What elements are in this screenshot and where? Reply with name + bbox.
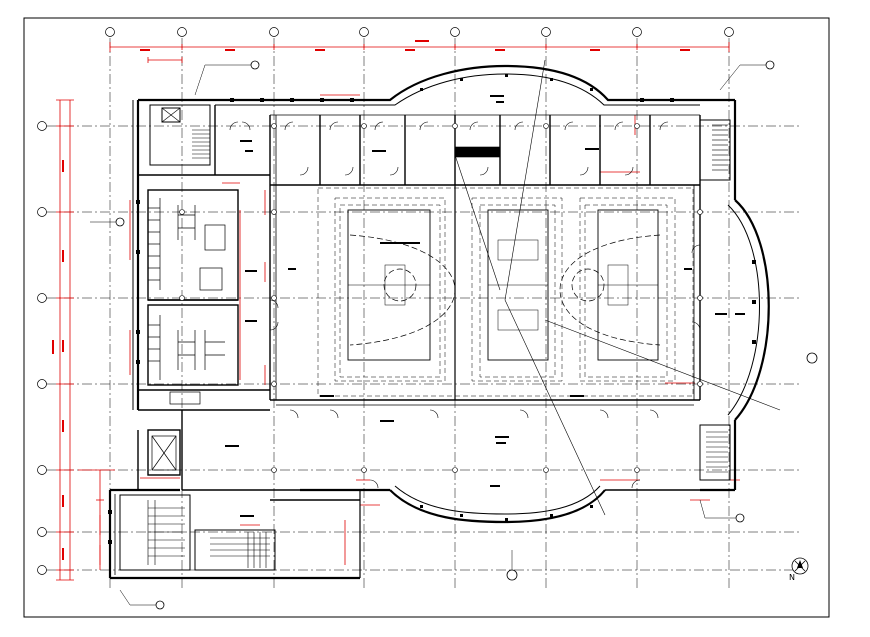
annotation-marks [52, 40, 690, 560]
callout-symbols [115, 60, 818, 610]
grid-bubbles-left [37, 121, 47, 575]
section-lines [454, 59, 781, 516]
court-boundaries [317, 187, 694, 397]
main-court-arcs [349, 234, 661, 346]
north-label: N [789, 573, 795, 582]
window-marks [108, 74, 756, 544]
room-tag-marks [225, 95, 745, 517]
grid-bubbles-top [105, 27, 734, 37]
stair-treads [147, 124, 728, 568]
exterior-walls [108, 64, 770, 580]
elevator-shaft [151, 435, 177, 471]
callout-leaders [90, 64, 766, 606]
door-swings [229, 121, 701, 489]
north-arrow: N [789, 557, 809, 582]
restroom-stalls [148, 198, 226, 405]
sheet-border [23, 17, 830, 618]
basketball-court-3 [597, 209, 659, 361]
basketball-court-2 [487, 209, 549, 361]
column-markers [179, 123, 703, 473]
